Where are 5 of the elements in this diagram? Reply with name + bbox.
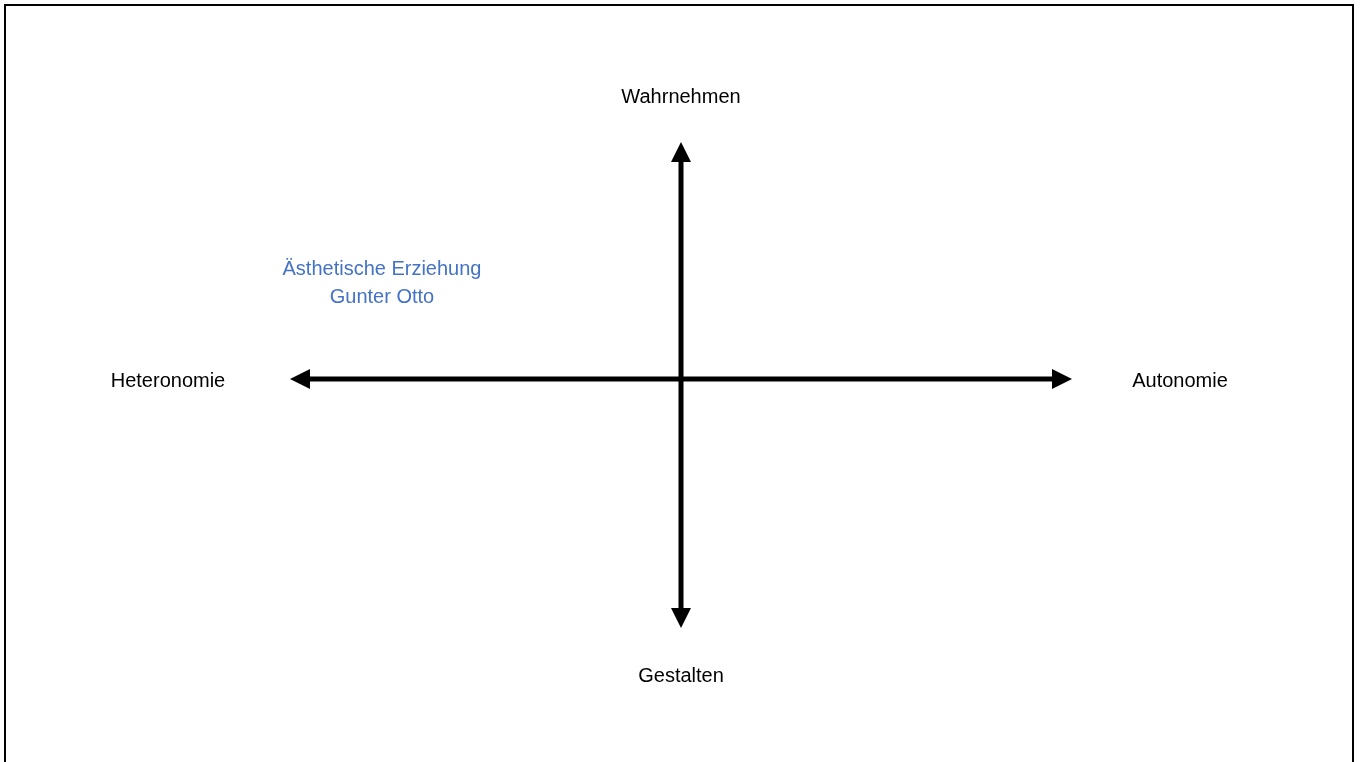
axis-label: Wahrnehmen (621, 84, 741, 109)
axis-label: Gestalten (638, 663, 724, 688)
axis-label: Autonomie (1132, 368, 1228, 393)
annotation-text: Ästhetische Erziehung Gunter Otto (281, 256, 483, 309)
axis-label: Heteronomie (110, 368, 226, 393)
